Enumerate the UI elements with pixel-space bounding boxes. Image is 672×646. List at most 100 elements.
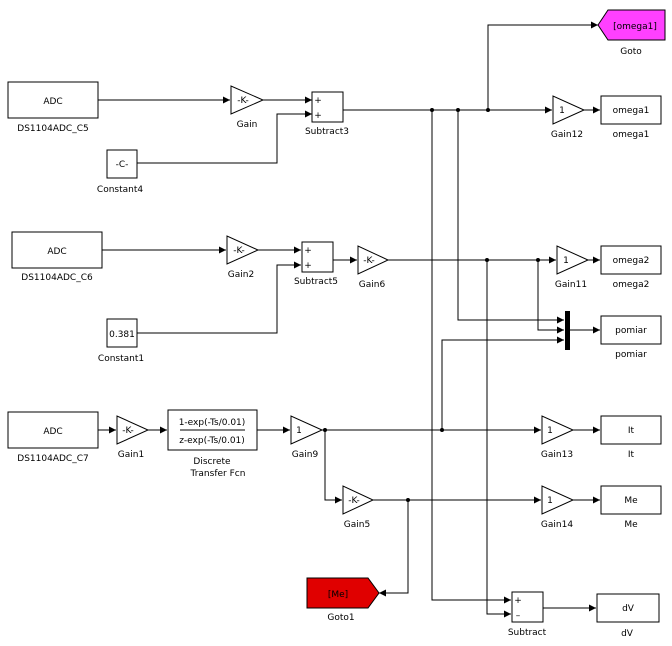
subtract5-sign1: + (304, 246, 312, 256)
me-content: Me (624, 496, 638, 506)
omega1-outport[interactable]: omega1 omega1 (600, 95, 662, 140)
branch-point (485, 258, 489, 262)
adc-c5-name: DS1104ADC_C5 (17, 124, 88, 134)
gain11-block[interactable]: 1 Gain11 (555, 245, 590, 290)
subtract-sign2: – (516, 611, 521, 621)
subtract-name: Subtract (508, 628, 547, 638)
branch-point (323, 428, 327, 432)
dv-name: dV (621, 629, 634, 639)
wire-gain9-to-mux[interactable] (441, 336, 564, 430)
gain1-content: -K- (122, 426, 133, 436)
gain2-content: -K- (233, 246, 244, 256)
subtract3-sign1: + (314, 96, 322, 106)
gain14-name: Gain14 (541, 520, 573, 530)
subtract3-block[interactable]: + + Subtract3 (305, 91, 349, 137)
goto-name: Goto (620, 47, 642, 57)
dtf-name-line1: Discrete (193, 457, 231, 467)
gain-name: Gain (237, 120, 258, 130)
gain1-name: Gain1 (118, 450, 144, 460)
adc-c6-block[interactable]: ADC DS1104ADC_C6 (11, 231, 103, 283)
omega2-content: omega2 (613, 256, 650, 266)
branch-point (440, 428, 444, 432)
gain12-name: Gain12 (551, 130, 583, 140)
wire-gain6-to-mux[interactable] (537, 260, 564, 334)
constant1-content: 0.381 (109, 330, 135, 340)
wire-subtract3-to-subtract-plus[interactable] (431, 110, 511, 604)
adc-c7-block[interactable]: ADC DS1104ADC_C7 (7, 411, 99, 464)
adc-c7-content: ADC (43, 427, 62, 437)
subtract5-name: Subtract5 (294, 277, 338, 287)
gain6-name: Gain6 (359, 280, 386, 290)
gain11-content: 1 (563, 256, 569, 266)
goto-tag: [omega1] (613, 22, 657, 32)
me-name: Me (624, 520, 638, 530)
adc-c5-block[interactable]: ADC DS1104ADC_C5 (7, 81, 99, 134)
gain9-block[interactable]: 1 Gain9 (290, 415, 324, 460)
omega1-content: omega1 (613, 106, 650, 116)
dtf-numerator: 1-exp(-Ts/0.01) (179, 418, 246, 428)
omega1-name: omega1 (613, 130, 650, 140)
gain2-block[interactable]: -K- Gain2 (226, 235, 260, 280)
wire-subtract3-to-mux[interactable] (457, 110, 564, 324)
wire-gain5-to-goto1[interactable] (379, 500, 409, 597)
branch-point (486, 108, 490, 112)
it-name: It (628, 450, 635, 460)
gain6-block[interactable]: -K- Gain6 (357, 245, 390, 290)
constant1-block[interactable]: 0.381 Constant1 (98, 318, 144, 364)
pomiar-outport[interactable]: pomiar pomiar (600, 315, 662, 360)
adc-c6-name: DS1104ADC_C6 (21, 273, 93, 283)
dtf-denominator: z-exp(-Ts/0.01) (179, 436, 245, 446)
gain-content: -K- (237, 96, 248, 106)
wire-gain6-to-subtract-minus[interactable] (486, 260, 511, 618)
me-outport[interactable]: Me Me (600, 485, 662, 530)
branch-point (406, 498, 410, 502)
gain12-block[interactable]: 1 Gain12 (551, 95, 586, 140)
subtract3-name: Subtract3 (305, 127, 349, 137)
subtract-block[interactable]: + – Subtract (508, 591, 547, 638)
mux-block[interactable] (565, 311, 570, 350)
gain2-name: Gain2 (228, 270, 254, 280)
subtract3-sign2: + (314, 111, 322, 121)
dtf-name-line2: Transfer Fcn (190, 469, 246, 479)
gain14-content: 1 (547, 496, 553, 506)
branch-point (536, 258, 540, 262)
gain5-name: Gain5 (344, 520, 370, 530)
dv-content: dV (622, 604, 635, 614)
goto-block[interactable]: [omega1] Goto (597, 9, 666, 57)
adc-c7-name: DS1104ADC_C7 (17, 454, 88, 464)
wire-subtract3-to-goto[interactable] (487, 21, 598, 110)
gain12-content: 1 (559, 106, 565, 116)
gain13-block[interactable]: 1 Gain13 (541, 415, 575, 460)
gain9-content: 1 (296, 426, 302, 436)
subtract-sign1: + (514, 596, 522, 606)
adc-c6-content: ADC (47, 247, 66, 257)
gain6-content: -K- (363, 256, 374, 266)
subtract5-block[interactable]: + + Subtract5 (294, 241, 338, 287)
gain9-name: Gain9 (292, 450, 319, 460)
subtract5-sign2: + (304, 261, 312, 271)
wire-gain9-to-gain5[interactable] (324, 430, 342, 504)
pomiar-content: pomiar (615, 326, 647, 336)
omega2-name: omega2 (613, 280, 650, 290)
it-content: It (628, 426, 635, 436)
wire-constant4-to-subtract3[interactable] (137, 110, 312, 164)
constant1-name: Constant1 (98, 354, 144, 364)
gain5-block[interactable]: -K- Gain5 (342, 485, 375, 530)
wire-constant1-to-subtract5[interactable] (137, 261, 301, 334)
omega2-outport[interactable]: omega2 omega2 (600, 245, 662, 290)
branch-point (456, 108, 460, 112)
gain13-content: 1 (547, 426, 553, 436)
gain14-block[interactable]: 1 Gain14 (541, 485, 575, 530)
constant4-content: -C- (116, 160, 129, 170)
gain11-name: Gain11 (555, 280, 587, 290)
goto1-block[interactable]: [Me] Goto1 (306, 577, 380, 623)
signal-lines (98, 21, 600, 618)
discrete-transfer-fcn-block[interactable]: 1-exp(-Ts/0.01) z-exp(-Ts/0.01) Discrete… (167, 409, 258, 479)
it-outport[interactable]: It It (600, 415, 662, 460)
constant4-block[interactable]: -C- Constant4 (97, 149, 143, 195)
gain-block[interactable]: -K- Gain (230, 85, 265, 130)
goto1-tag: [Me] (328, 590, 348, 600)
dv-outport[interactable]: dV dV (596, 593, 660, 639)
gain1-block[interactable]: -K- Gain1 (116, 415, 150, 460)
